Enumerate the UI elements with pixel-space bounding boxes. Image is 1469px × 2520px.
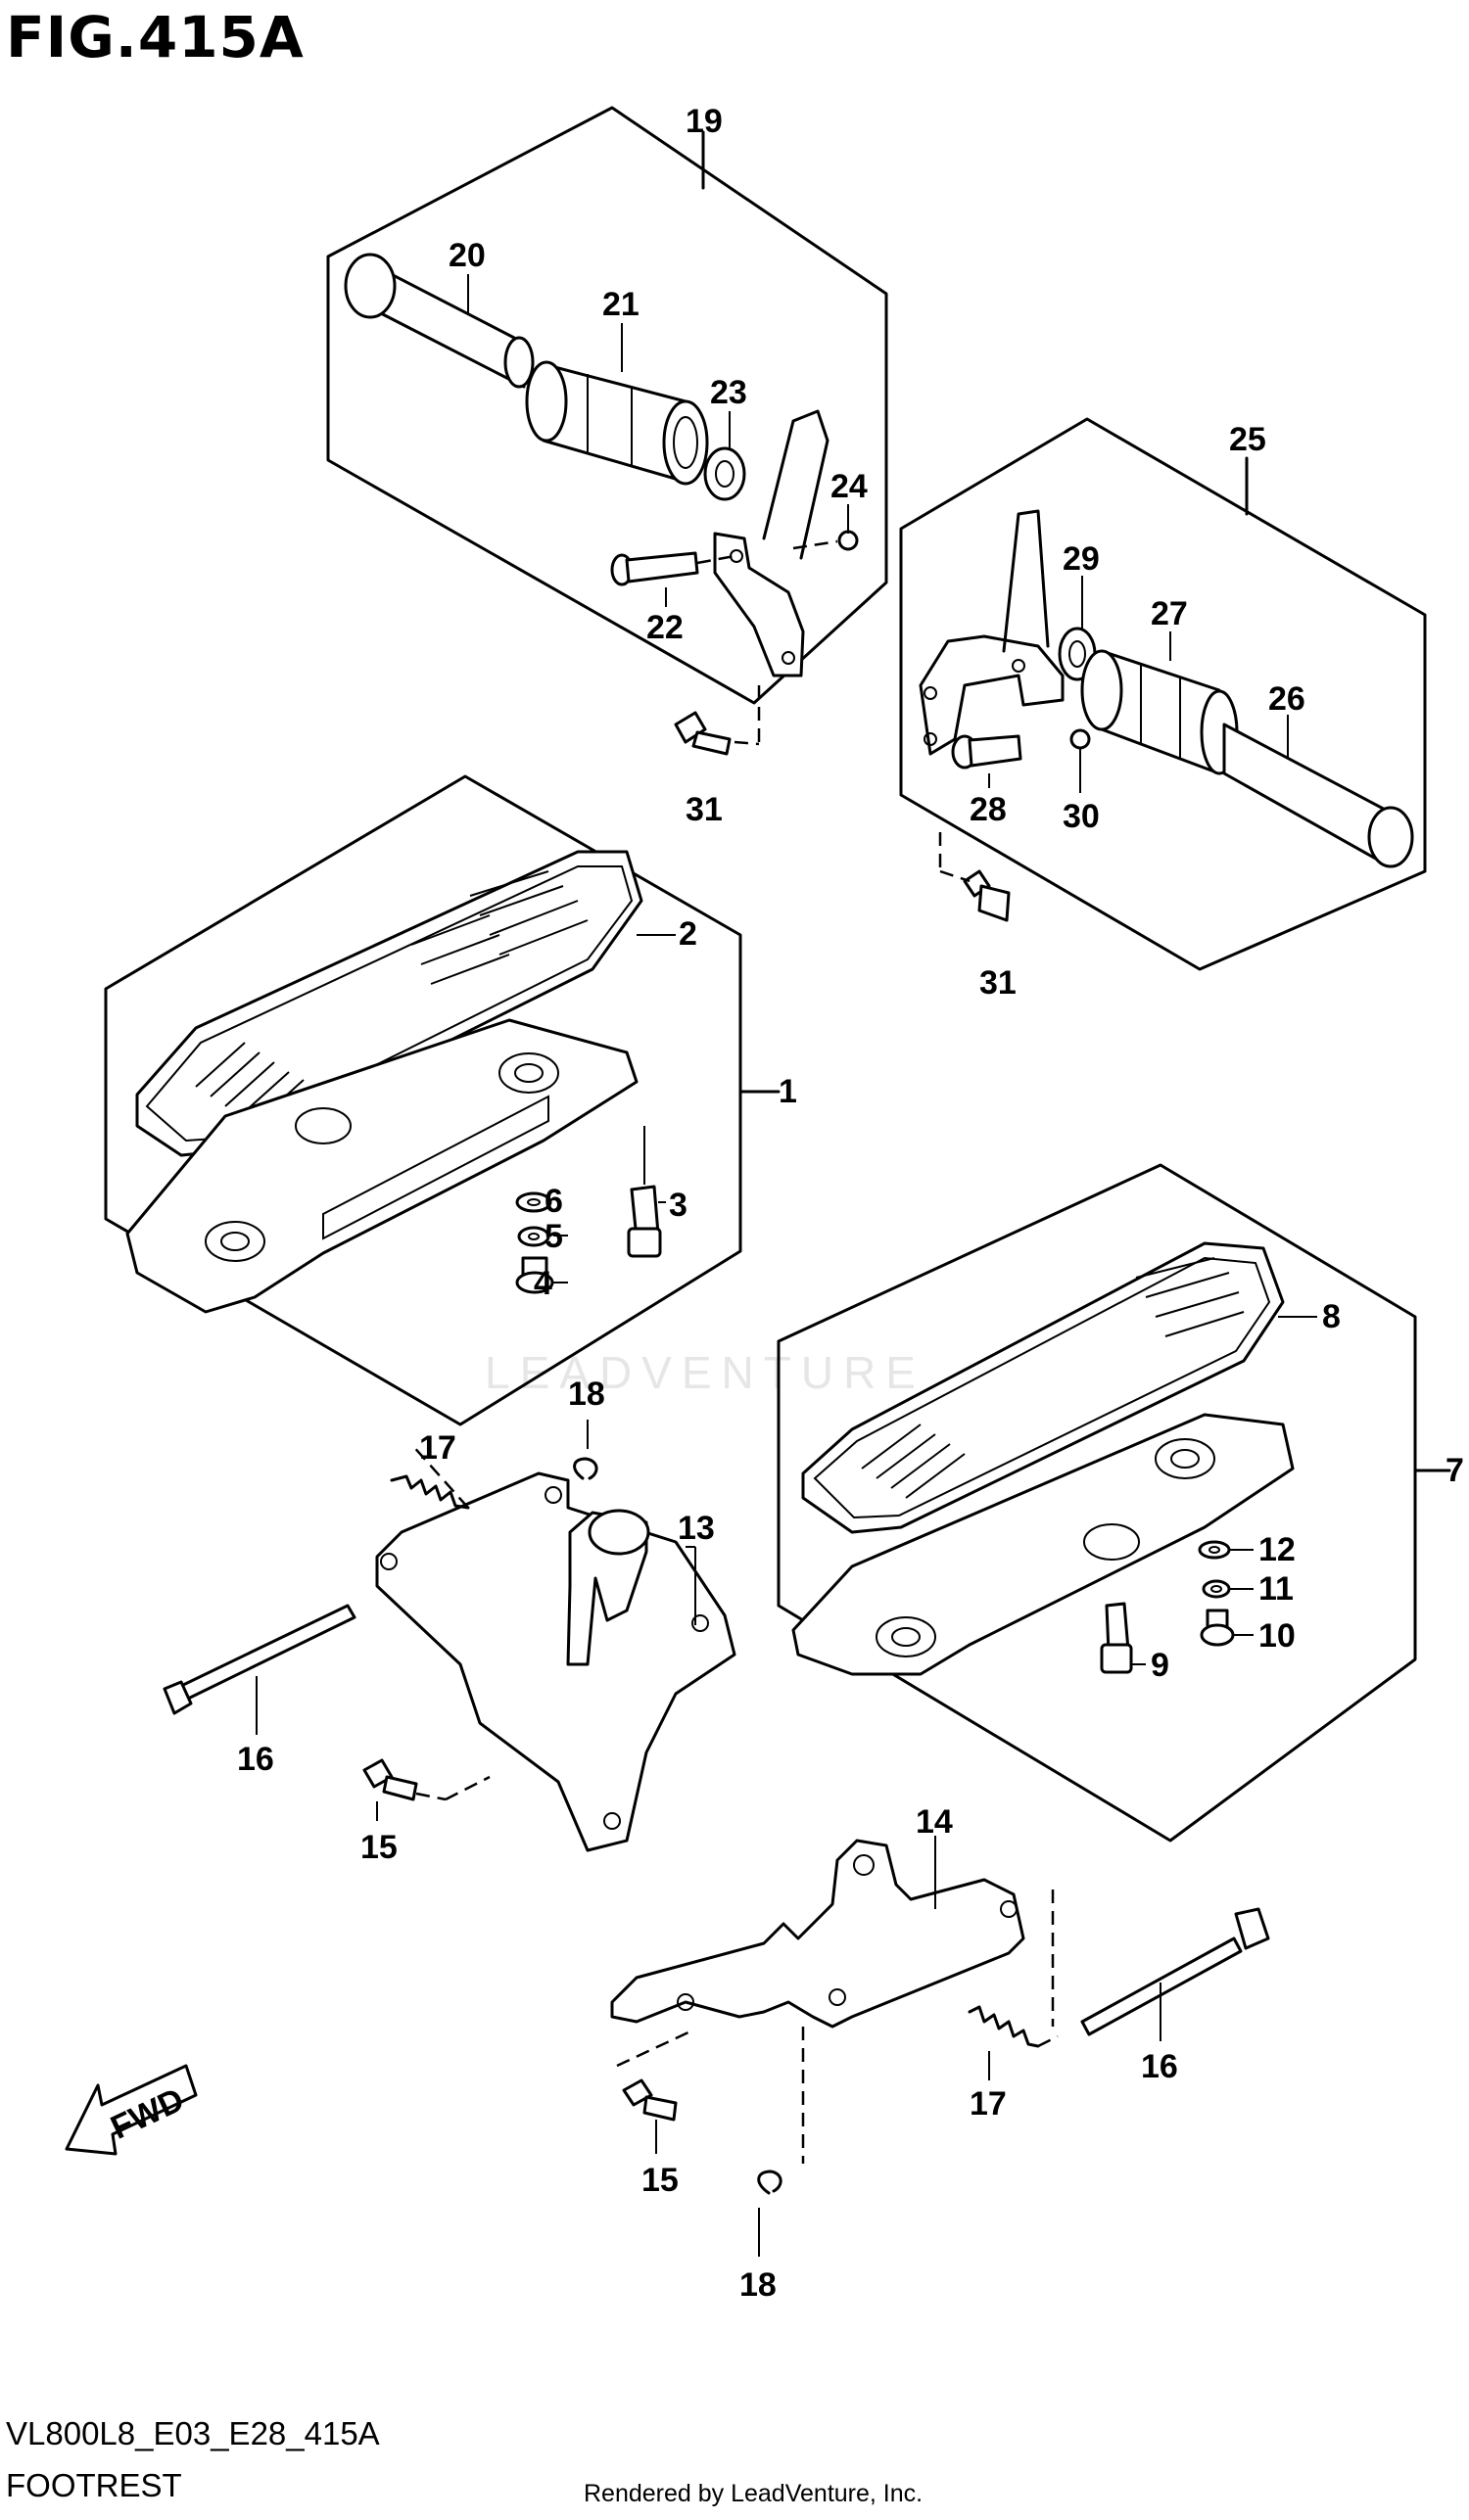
pin-26	[1222, 723, 1414, 868]
callout-labels: 1 2 3 4 5 6 7 8 9 10 11 12 13 14 15 15 1…	[237, 103, 1464, 2304]
bolt-16-right	[1051, 1890, 1270, 2041]
bracket-14	[610, 1839, 1025, 2029]
bolt-31-right	[938, 832, 1011, 922]
rubber-21	[525, 360, 709, 486]
callout-14: 14	[916, 1803, 953, 1841]
washer-6	[515, 1191, 552, 1213]
leader-lines	[376, 274, 1317, 2154]
clip-18-left	[573, 1420, 598, 1480]
bracket-25	[919, 509, 1065, 756]
bracket-19	[713, 409, 829, 677]
watermark: LEADVENTURE	[485, 1347, 925, 1398]
callout-19: 19	[686, 103, 723, 140]
callout-6: 6	[545, 1183, 563, 1220]
callout-16-right: 16	[1141, 2048, 1178, 2085]
pin-22	[610, 551, 735, 586]
group-19-frame	[326, 106, 888, 705]
callout-18-left: 18	[568, 1376, 605, 1413]
callout-20: 20	[449, 237, 486, 274]
callout-22: 22	[646, 609, 684, 646]
bolt-16-left	[163, 1604, 356, 1735]
washer-12	[1198, 1540, 1231, 1560]
callout-17-right: 17	[970, 2085, 1007, 2123]
washer-5	[517, 1226, 550, 1247]
callout-9: 9	[1151, 1647, 1169, 1684]
callout-21: 21	[602, 286, 640, 323]
bracket-13	[375, 1471, 736, 1852]
diagram-code: VL800L8_E03_E28_415A	[6, 2415, 380, 2451]
floorboard-1	[125, 1018, 639, 1314]
callout-31-left: 31	[686, 791, 723, 828]
mat-2	[135, 850, 643, 1157]
callout-25: 25	[1229, 421, 1266, 458]
callout-12: 12	[1258, 1531, 1296, 1568]
mat-8	[801, 1241, 1285, 1534]
screw-9	[1100, 1602, 1133, 1674]
callout-17-left: 17	[419, 1429, 456, 1467]
floorboard-7	[791, 1413, 1295, 1676]
callout-23: 23	[710, 374, 747, 411]
callout-30: 30	[1063, 798, 1100, 835]
callout-24: 24	[830, 468, 868, 505]
callout-4: 4	[534, 1265, 552, 1302]
callout-18-right: 18	[739, 2266, 777, 2304]
callout-29: 29	[1063, 540, 1100, 578]
callout-31-right: 31	[979, 964, 1017, 1002]
spring-17-left	[390, 1443, 470, 1510]
callout-13: 13	[678, 1510, 715, 1547]
callout-2: 2	[679, 915, 697, 953]
fwd-arrow-icon: FWD	[65, 2064, 198, 2156]
screw-3	[627, 1126, 662, 1258]
cotter-30	[1069, 728, 1091, 750]
cotter-24	[792, 530, 859, 551]
callout-15-left: 15	[360, 1829, 398, 1866]
render-credit: Rendered by LeadVenture, Inc.	[584, 2480, 924, 2507]
figure-title: FIG.415A	[6, 4, 305, 70]
callout-27: 27	[1151, 595, 1188, 632]
callout-7: 7	[1445, 1452, 1464, 1489]
pin-28	[951, 734, 1022, 770]
callout-3: 3	[669, 1187, 687, 1224]
callout-26: 26	[1268, 680, 1305, 718]
bolt-10	[1200, 1609, 1235, 1647]
bolt-4	[515, 1256, 554, 1294]
washer-23	[703, 446, 746, 501]
washer-11	[1202, 1579, 1231, 1599]
group-1-frame	[104, 774, 781, 1426]
callout-15-right: 15	[641, 2162, 679, 2199]
bolt-31-left	[674, 685, 761, 756]
group-7-frame	[777, 1163, 1451, 1843]
callout-1: 1	[779, 1073, 797, 1110]
callout-16-left: 16	[237, 1741, 274, 1778]
pin-20	[344, 253, 535, 389]
rubber-27	[1080, 649, 1239, 775]
bolt-15-right	[616, 2030, 691, 2122]
group-25-frame	[899, 417, 1427, 971]
callout-10: 10	[1258, 1617, 1296, 1655]
spring-17-right	[968, 2005, 1059, 2048]
clip-18-right	[757, 2027, 805, 2257]
bolt-15-left	[362, 1758, 491, 1801]
callout-28: 28	[970, 791, 1007, 828]
diagram-name: FOOTREST	[6, 2467, 182, 2503]
callout-11: 11	[1258, 1570, 1294, 1608]
callout-8: 8	[1322, 1298, 1341, 1335]
callout-5: 5	[545, 1218, 563, 1255]
